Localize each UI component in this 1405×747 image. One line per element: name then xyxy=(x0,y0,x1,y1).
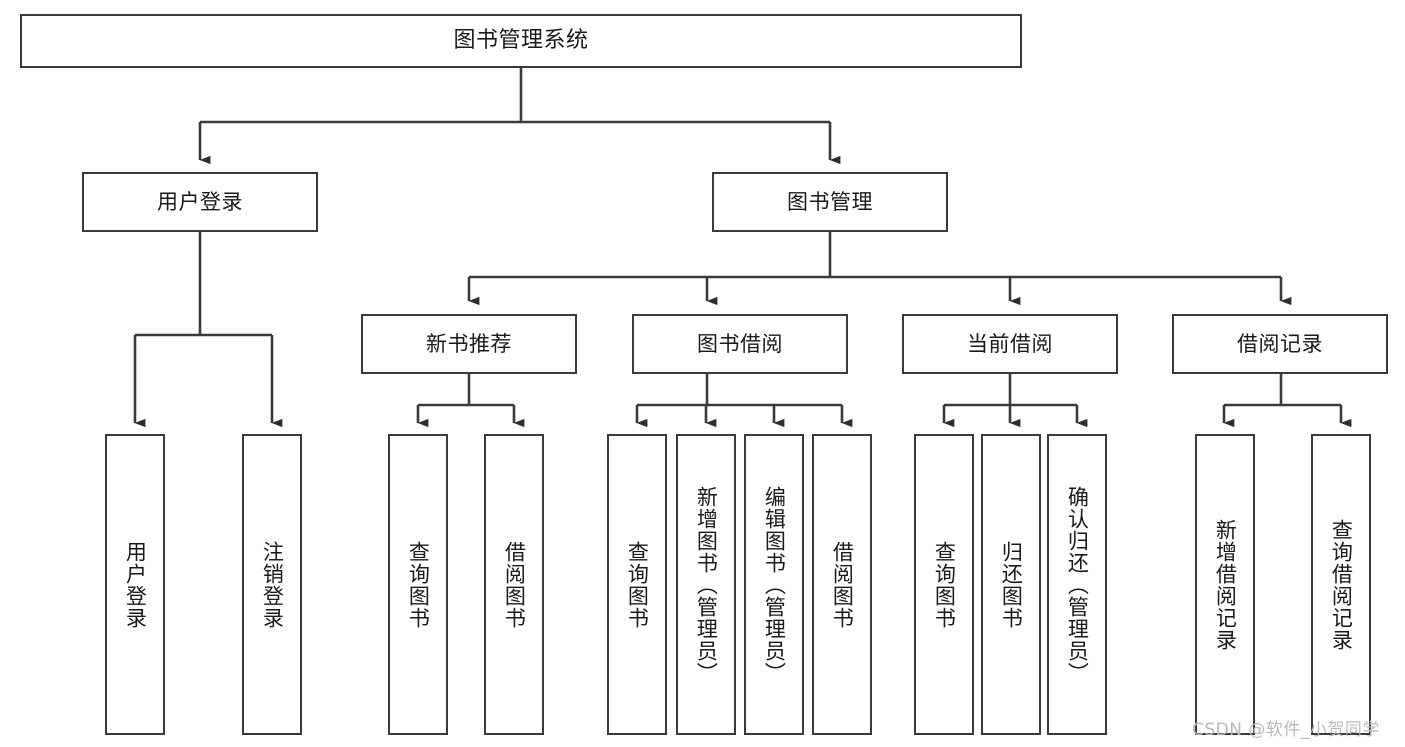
leaf-borrow-query-book[interactable]: 查询图书 xyxy=(607,434,667,735)
node-label: 图书管理系统 xyxy=(453,28,589,54)
node-label: 编辑图书（管理员） xyxy=(762,485,787,684)
node-label: 图书管理 xyxy=(787,189,873,214)
node-label: 查询图书 xyxy=(932,540,957,629)
node-user-login[interactable]: 用户登录 xyxy=(82,172,318,232)
csdn-watermark: CSDN @软件_小贺同学 xyxy=(1192,720,1380,740)
node-label: 新增借阅记录 xyxy=(1213,518,1238,651)
node-label: 注销登录 xyxy=(260,540,285,629)
leaf-record-query-record[interactable]: 查询借阅记录 xyxy=(1311,434,1371,735)
node-borrow-record[interactable]: 借阅记录 xyxy=(1172,314,1388,374)
node-new-book-recommend[interactable]: 新书推荐 xyxy=(361,314,577,374)
leaf-current-confirm-return-admin[interactable]: 确认归还（管理员） xyxy=(1047,434,1107,735)
node-label: 新增图书（管理员） xyxy=(694,485,719,684)
node-book-borrow[interactable]: 图书借阅 xyxy=(632,314,848,374)
leaf-new-book-borrow[interactable]: 借阅图书 xyxy=(484,434,544,735)
leaf-current-query-book[interactable]: 查询图书 xyxy=(914,434,974,735)
leaf-new-book-query[interactable]: 查询图书 xyxy=(388,434,448,735)
node-label: 查询借阅记录 xyxy=(1329,518,1354,651)
node-root-system[interactable]: 图书管理系统 xyxy=(20,14,1022,68)
node-label: 归还图书 xyxy=(999,540,1024,629)
node-label: 查询图书 xyxy=(625,540,650,629)
node-label: 借阅图书 xyxy=(830,540,855,629)
node-label: 图书借阅 xyxy=(697,331,783,356)
leaf-borrow-edit-book-admin[interactable]: 编辑图书（管理员） xyxy=(744,434,804,735)
node-current-borrow[interactable]: 当前借阅 xyxy=(902,314,1118,374)
leaf-borrow-add-book-admin[interactable]: 新增图书（管理员） xyxy=(676,434,736,735)
leaf-user-login-logout[interactable]: 注销登录 xyxy=(242,434,302,735)
node-label: 借阅记录 xyxy=(1237,331,1323,356)
leaf-borrow-borrow-book[interactable]: 借阅图书 xyxy=(812,434,872,735)
leaf-user-login-login[interactable]: 用户登录 xyxy=(105,434,165,735)
node-label: 用户登录 xyxy=(157,189,243,214)
node-label: 当前借阅 xyxy=(967,331,1053,356)
node-label: 确认归还（管理员） xyxy=(1065,485,1090,684)
node-book-management[interactable]: 图书管理 xyxy=(712,172,948,232)
leaf-current-return-book[interactable]: 归还图书 xyxy=(981,434,1041,735)
node-label: 查询图书 xyxy=(406,540,431,629)
leaf-record-add-record[interactable]: 新增借阅记录 xyxy=(1195,434,1255,735)
node-label: 新书推荐 xyxy=(426,331,512,356)
node-label: 借阅图书 xyxy=(502,540,527,629)
node-label: 用户登录 xyxy=(123,540,148,629)
